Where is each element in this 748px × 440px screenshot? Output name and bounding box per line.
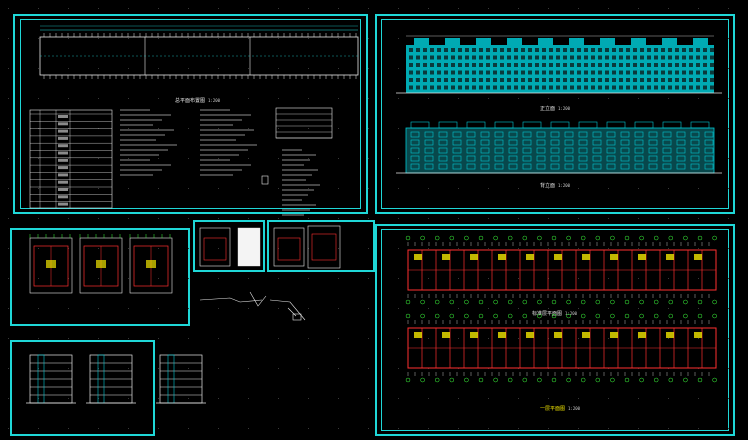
loose-detail-sketches xyxy=(199,291,306,321)
sheet-site-plan-inner xyxy=(20,19,361,209)
sheet-elevations[interactable] xyxy=(375,14,735,214)
section-drawings xyxy=(26,354,206,404)
detail-drawings xyxy=(199,225,341,269)
sheet-unit-plans[interactable] xyxy=(10,228,190,326)
sheet-floor-plans[interactable] xyxy=(375,224,735,436)
front-elevation-drawing xyxy=(396,35,722,94)
sheet-site-plan[interactable] xyxy=(13,14,368,214)
floor-plan-drawings xyxy=(405,235,717,383)
sheet-floor-plans-inner xyxy=(381,229,729,431)
design-table-rows xyxy=(30,110,112,208)
back-elevation-drawing xyxy=(396,121,722,174)
sheet-detail-a[interactable] xyxy=(193,220,265,272)
sheet-detail-b[interactable] xyxy=(267,220,375,272)
unit-plan-drawings xyxy=(29,234,173,294)
note-text-lines xyxy=(120,109,332,216)
site-plan-drawing xyxy=(39,25,359,79)
design-notes-tables xyxy=(29,107,333,216)
sheet-elevations-inner xyxy=(381,19,729,209)
sheet-sections[interactable] xyxy=(10,340,155,436)
site-plan-ticks xyxy=(43,33,357,79)
